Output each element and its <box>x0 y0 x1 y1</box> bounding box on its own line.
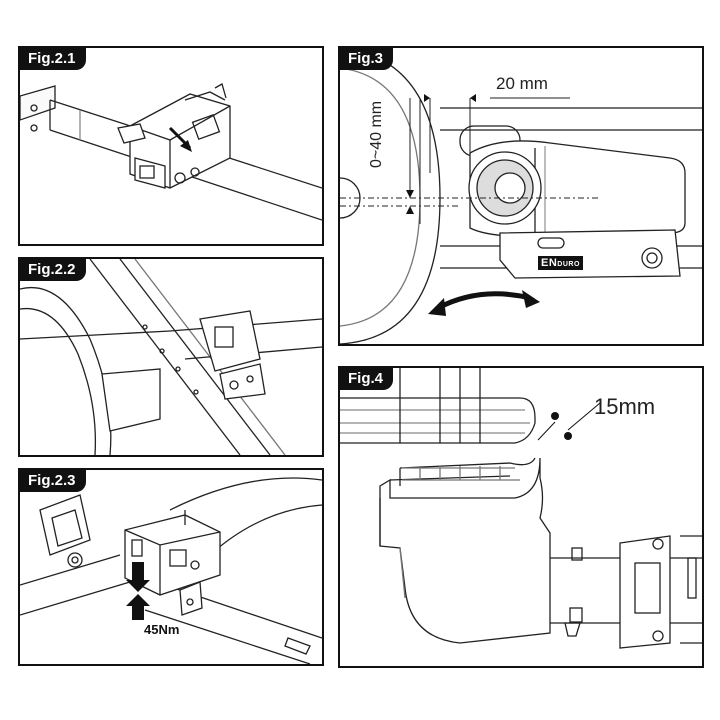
brand-main-text: EN <box>541 257 558 269</box>
torque-label: 45Nm <box>144 622 180 637</box>
figure-2-1-label: Fig.2.1 <box>20 48 86 70</box>
figure-4-panel: Fig.4 <box>338 366 704 668</box>
figure-2-2-panel: Fig.2.2 <box>18 257 324 457</box>
wheel-roller-adjustment-illustration <box>340 48 702 344</box>
bracket-bolt-tightening-illustration <box>20 477 322 664</box>
figure-2-2-label: Fig.2.2 <box>20 259 86 281</box>
figure-3-label: Fig.3 <box>340 48 394 70</box>
figure-3-panel: Fig.3 <box>338 46 704 346</box>
figure-4-label: Fig.4 <box>340 368 394 390</box>
brand-sub-text: DURO <box>557 261 580 268</box>
horizontal-gap-label: 20 mm <box>496 74 548 93</box>
figure-2-1-panel: Fig.2.1 <box>18 46 324 246</box>
vertical-range-label: 0~40 mm <box>368 100 385 168</box>
chassis-bracket-illustration <box>20 83 322 221</box>
figure-2-3-panel: Fig.2.3 <box>18 468 324 666</box>
roller-tyre-distance-illustration <box>340 368 702 649</box>
enduro-brand-logo: ENDURO <box>538 256 583 270</box>
figure-2-3-label: Fig.2.3 <box>20 470 86 492</box>
chassis-crossmember-illustration <box>20 259 322 455</box>
distance-label: 15mm <box>594 394 656 419</box>
